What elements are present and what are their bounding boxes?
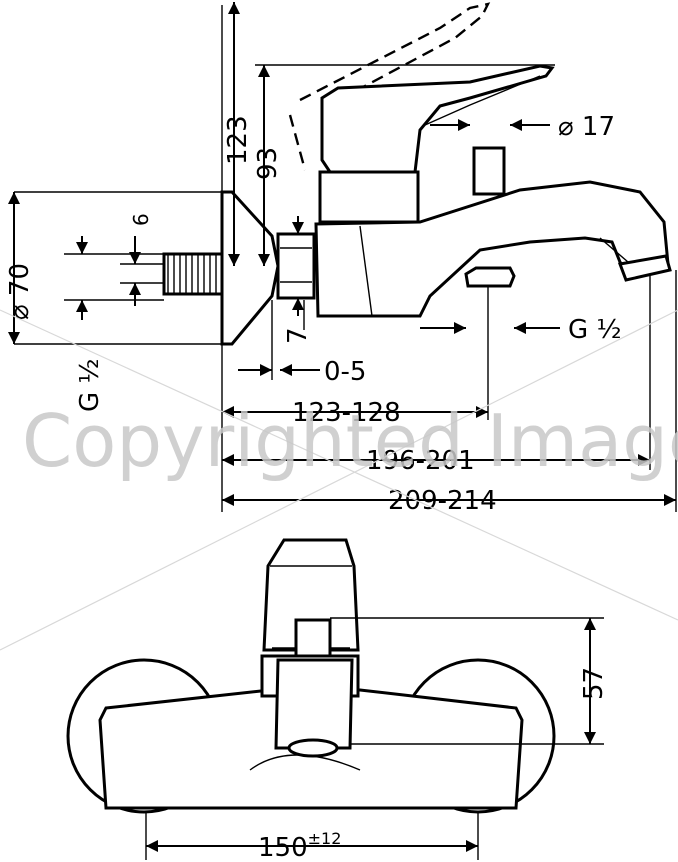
front-dimensions: 57 150±12 (145, 617, 609, 862)
side-view (162, 2, 672, 346)
watermark: Copyrighted Image (0, 309, 678, 651)
lever-raised-outline (288, 2, 491, 171)
lever-front (262, 538, 360, 652)
spout (314, 180, 670, 318)
dim-outlet-thread: G ½ (568, 315, 622, 345)
dim-gap: 0-5 (324, 357, 366, 387)
diverter-front (294, 618, 332, 660)
dim-d2: 196-201 (366, 446, 475, 476)
dimension-labels: 123 93 ⌀ 70 6 G ½ ⌀ 17 7 G ½ 0-5 123-128… (5, 112, 622, 516)
spout-outlet-front (287, 738, 339, 758)
diverter-knob (472, 146, 506, 196)
dim-height-lever: 93 (253, 147, 283, 180)
dim-front-height: 57 (579, 667, 609, 700)
dim-flange-diameter: ⌀ 70 (5, 263, 35, 320)
aerator (617, 254, 672, 282)
dimension-lines (8, 2, 676, 506)
dim-d1: 123-128 (292, 398, 401, 428)
dim-height-total: 123 (223, 115, 253, 165)
inlet-thread (162, 252, 224, 296)
spout-front (274, 658, 354, 750)
watermark-text: Copyrighted Image (22, 399, 678, 483)
cartridge-body (318, 170, 420, 224)
dim-d3: 209-214 (388, 486, 497, 516)
dim-inlet-thread: G ½ (75, 358, 105, 412)
dim-offset-small: 6 (129, 213, 153, 226)
flange (220, 190, 280, 346)
shower-outlet (464, 266, 516, 288)
dim-nut-width: 7 (283, 327, 313, 344)
dim-handle-diameter: ⌀ 17 (558, 112, 615, 142)
front-view (66, 538, 556, 814)
nut (276, 232, 316, 300)
dim-centers: 150±12 (258, 829, 341, 862)
